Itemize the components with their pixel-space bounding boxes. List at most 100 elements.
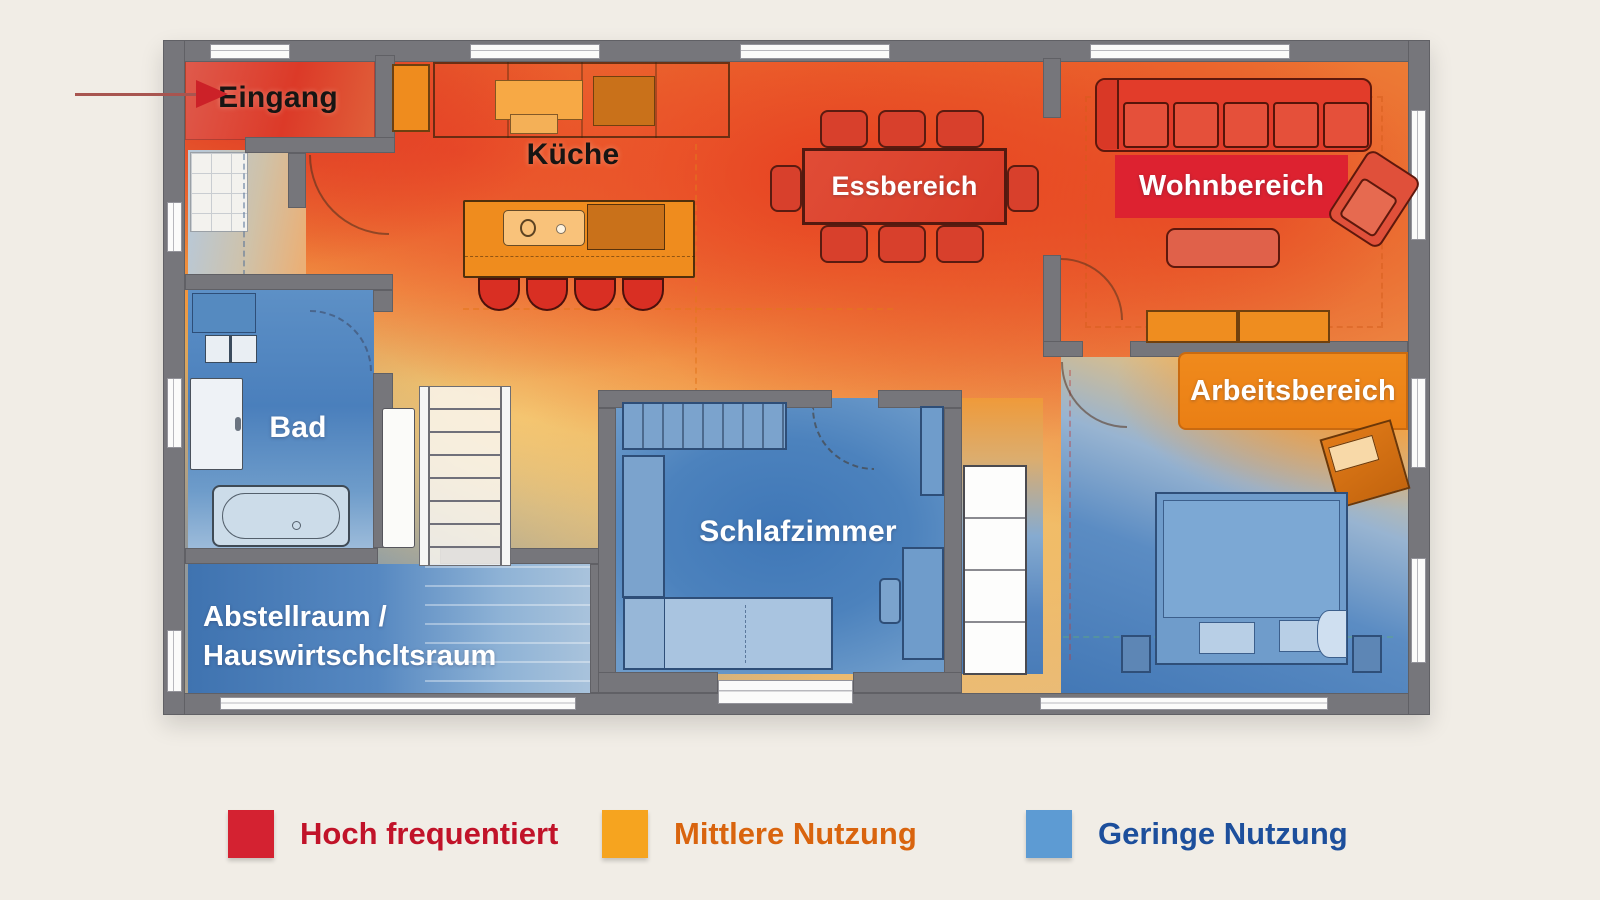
wall	[944, 408, 962, 674]
washbasin	[205, 335, 257, 363]
legend-item-low: Geringe Nutzung	[1026, 810, 1348, 858]
room-label-kueche: Küche	[526, 138, 620, 171]
kitchen-counter	[433, 62, 730, 138]
shower	[192, 293, 256, 333]
window	[1411, 558, 1426, 663]
wardrobe	[622, 402, 787, 450]
faucet-icon	[520, 219, 536, 237]
window	[167, 202, 182, 252]
legend-swatch-medium	[602, 810, 648, 858]
dining-chair	[878, 225, 926, 263]
room-label-wohnbereich: Wohnbereich	[1138, 170, 1325, 202]
bathtub	[212, 485, 350, 547]
window	[470, 44, 600, 59]
abstellraum-label-line1: Abstellraum /	[203, 601, 387, 633]
legend-label-high: Hoch frequentiert	[300, 816, 559, 851]
legend-swatch-low	[1026, 810, 1072, 858]
wall	[288, 153, 306, 208]
legend-label-medium: Mittlere Nutzung	[674, 816, 917, 851]
mattress	[1163, 500, 1340, 618]
window	[167, 378, 182, 448]
sofa-armrest	[1097, 80, 1119, 149]
room-label-essbereich: Essbereich	[831, 171, 978, 201]
dining-chair	[770, 165, 802, 212]
staircase-rail	[419, 386, 429, 566]
nightstand	[1352, 635, 1382, 673]
window	[1411, 378, 1426, 468]
entrance-arrow-icon	[196, 80, 228, 108]
dining-chair	[1007, 165, 1039, 212]
abstellraum-shelf-lines	[425, 566, 605, 692]
room-label-schlafzimmer: Schlafzimmer	[699, 515, 897, 548]
legend-label-low: Geringe Nutzung	[1098, 816, 1348, 851]
dining-chair	[878, 110, 926, 148]
window	[1090, 44, 1290, 59]
sofa-cushion	[1323, 102, 1369, 148]
floor-plan: Essbereich Wohnbereich Arbeitsbereich	[163, 40, 1430, 715]
oven	[593, 76, 655, 126]
room-label-bad: Bad	[269, 411, 327, 444]
kitchen-island	[463, 200, 695, 278]
bathtub-basin	[222, 493, 340, 539]
tall-cabinet	[622, 455, 665, 598]
bar-stool	[526, 278, 568, 311]
wall	[373, 290, 393, 312]
wall	[598, 672, 718, 693]
cabinet-handle	[235, 417, 241, 431]
wall	[185, 274, 393, 290]
sofa	[1095, 78, 1372, 152]
kitchen-cabinet	[392, 64, 430, 132]
bar-stool	[478, 278, 520, 311]
room-abstellraum	[188, 564, 608, 694]
anteroom-tiles	[190, 152, 248, 232]
arbeitsbereich-banner: Arbeitsbereich	[1178, 352, 1408, 430]
bed	[623, 597, 833, 670]
bed	[1155, 492, 1348, 665]
wall	[1043, 341, 1083, 357]
bar-stool	[622, 278, 664, 311]
bathtub-drain-icon	[292, 521, 301, 530]
dining-chair	[936, 225, 984, 263]
staircase-rail	[501, 386, 511, 566]
sink-drain-icon	[556, 224, 566, 234]
legend-swatch-high	[228, 810, 274, 858]
desk-chair	[879, 578, 901, 624]
wall	[1043, 255, 1061, 357]
island-edge-line	[465, 256, 695, 257]
wall	[245, 137, 395, 153]
hall-cabinet	[382, 408, 415, 548]
desk	[902, 547, 944, 660]
coffee-table	[1166, 228, 1280, 268]
sideboard	[1146, 310, 1330, 343]
window	[167, 630, 182, 692]
legend: Hoch frequentiert Mittlere Nutzung Gerin…	[0, 796, 1600, 876]
legend-item-medium: Mittlere Nutzung	[602, 810, 917, 858]
abstellraum-label-line2: Hauswirtschcltsraum	[203, 640, 497, 672]
dining-chair	[820, 110, 868, 148]
sofa-cushion	[1173, 102, 1219, 148]
wall	[375, 55, 395, 153]
nightstand	[1121, 635, 1151, 673]
room-label-abstellraum: Abstellraum / Hauswirtschcltsraum	[203, 598, 603, 682]
cooktop	[587, 204, 665, 250]
dining-chair	[936, 110, 984, 148]
wall	[185, 548, 378, 564]
staircase	[429, 386, 501, 566]
island-sink	[503, 210, 585, 246]
window	[1040, 697, 1328, 710]
window	[220, 697, 576, 710]
sofa-cushion	[1223, 102, 1269, 148]
built-in-closet	[963, 465, 1027, 675]
wohnbereich-label-band: Wohnbereich	[1115, 155, 1348, 218]
window	[210, 44, 290, 59]
wall	[853, 672, 962, 693]
sofa-cushion	[1273, 102, 1319, 148]
dining-table: Essbereich	[802, 148, 1007, 225]
keyboard	[1328, 434, 1380, 473]
window	[740, 44, 890, 59]
room-label-eingang: Eingang	[218, 81, 338, 114]
bedside-lamp	[1317, 610, 1347, 658]
wall	[598, 408, 616, 674]
wall	[878, 390, 962, 408]
